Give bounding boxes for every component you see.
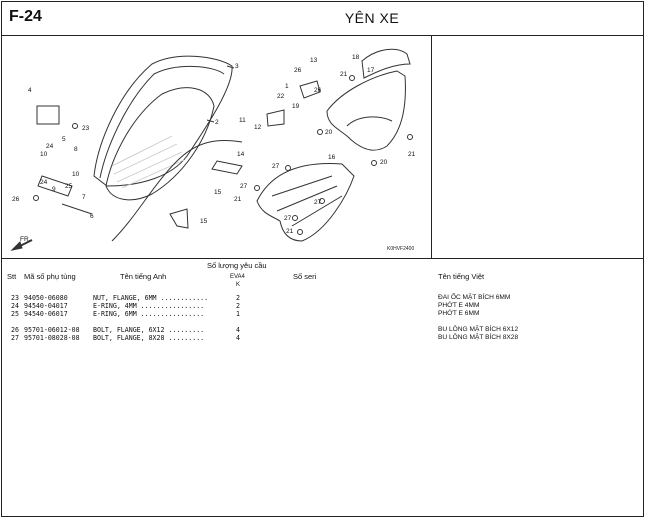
svg-text:24: 24 xyxy=(46,143,54,150)
parts-table-header: Stt Mã số phụ tùng Tên tiếng Anh Số lượn… xyxy=(2,258,643,291)
svg-text:20: 20 xyxy=(325,129,333,136)
lock-13 xyxy=(299,80,321,99)
svg-text:10: 10 xyxy=(40,151,48,158)
callout-numbers: 4 3 2 23 5 24 8 10 10 25 24 9 26 7 6 14 … xyxy=(12,54,416,252)
svg-text:17: 17 xyxy=(367,67,375,74)
pad-15 xyxy=(169,208,189,229)
section-code: F-24 xyxy=(9,8,42,25)
rod xyxy=(61,203,93,215)
svg-text:21: 21 xyxy=(286,228,294,235)
col-qty-group: Số lượng yêu cầu xyxy=(207,261,267,270)
svg-text:14: 14 xyxy=(237,151,245,158)
svg-text:26: 26 xyxy=(12,196,20,203)
col-qty-model: EVA4 xyxy=(230,274,245,280)
svg-text:5: 5 xyxy=(62,136,66,143)
exploded-diagram: 4 3 2 23 5 24 8 10 10 25 24 9 26 7 6 14 … xyxy=(2,36,432,258)
svg-text:13: 13 xyxy=(310,57,318,64)
diagram-ref-code: K0HVF2400 xyxy=(387,246,414,252)
seat-assembly-drawing: 4 3 2 23 5 24 8 10 10 25 24 9 26 7 6 14 … xyxy=(10,48,416,252)
seat-base xyxy=(105,87,215,201)
svg-text:23: 23 xyxy=(82,125,90,132)
svg-text:26: 26 xyxy=(294,67,302,74)
svg-text:19: 19 xyxy=(292,103,300,110)
col-serial: Số seri xyxy=(293,272,317,281)
front-arrow-label: FR. xyxy=(20,236,31,243)
svg-text:11: 11 xyxy=(239,117,246,124)
svg-text:20: 20 xyxy=(380,159,388,166)
seat-cushion-edge xyxy=(99,65,225,179)
table-row: 27 95701-08028-08 BOLT, FLANGE, 8X28 ...… xyxy=(11,334,519,342)
latch-base xyxy=(37,175,73,197)
svg-text:6: 6 xyxy=(90,213,94,220)
svg-text:22: 22 xyxy=(277,93,285,100)
svg-text:1: 1 xyxy=(285,83,289,90)
rack-plate xyxy=(361,48,411,79)
svg-text:8: 8 xyxy=(74,146,78,153)
svg-text:15: 15 xyxy=(200,218,208,225)
lock-11 xyxy=(266,109,285,127)
svg-text:15: 15 xyxy=(214,189,222,196)
table-row: 24 94540-04017 E-RING, 4MM .............… xyxy=(11,302,480,310)
svg-text:7: 7 xyxy=(82,194,86,201)
svg-text:27: 27 xyxy=(314,199,322,206)
svg-text:25: 25 xyxy=(65,183,73,190)
callout-4: 4 xyxy=(28,87,32,94)
svg-text:24: 24 xyxy=(40,179,48,186)
page-title: YÊN XE xyxy=(344,10,400,26)
seat-cable xyxy=(111,139,243,242)
svg-text:21: 21 xyxy=(340,71,348,78)
table-row: 25 94540-06017 E-RING, 6MM .............… xyxy=(11,310,480,318)
svg-text:21: 21 xyxy=(234,196,242,203)
svg-text:26: 26 xyxy=(314,87,322,94)
col-name-en: Tên tiếng Anh xyxy=(120,272,167,281)
col-part-no: Mã số phụ tùng xyxy=(24,272,76,281)
svg-text:12: 12 xyxy=(254,124,262,131)
table-row: 26 95701-06012-08 BOLT, FLANGE, 6X12 ...… xyxy=(11,326,519,334)
col-name-vn: Tên tiếng Việt xyxy=(438,272,485,281)
col-stt: Stt xyxy=(7,272,17,281)
table-row: 23 94050-06080 NUT, FLANGE, 6MM ........… xyxy=(11,294,511,302)
latch-housing xyxy=(36,105,60,125)
rear-carrier xyxy=(256,163,355,242)
svg-text:3: 3 xyxy=(235,63,239,70)
col-qty-sub: K xyxy=(236,282,241,288)
seat-cushion xyxy=(93,55,233,187)
page-header: F-24 YÊN XE xyxy=(2,2,643,36)
bracket-16 xyxy=(211,160,243,175)
svg-text:10: 10 xyxy=(72,171,80,178)
svg-text:27: 27 xyxy=(284,215,292,222)
grab-rail xyxy=(326,70,406,151)
svg-text:2: 2 xyxy=(215,119,219,126)
svg-text:21: 21 xyxy=(408,151,416,158)
svg-text:27: 27 xyxy=(272,163,280,170)
blank-area xyxy=(432,36,644,258)
svg-text:9: 9 xyxy=(52,186,56,193)
svg-text:18: 18 xyxy=(352,54,360,61)
svg-text:27: 27 xyxy=(240,183,248,190)
svg-text:16: 16 xyxy=(328,154,336,161)
